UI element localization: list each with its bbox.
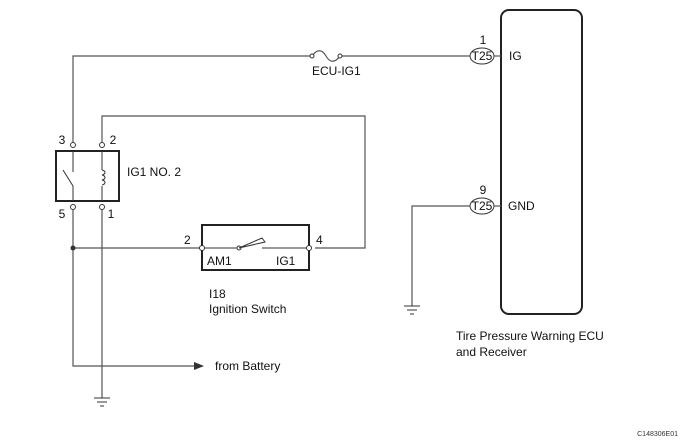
ecu-pin-ig-number: 1	[480, 33, 487, 47]
relay-name: IG1 NO. 2	[127, 165, 181, 179]
ignition-terminal-am1	[199, 245, 205, 251]
fuse-label: ECU-IG1	[312, 64, 361, 78]
wire-relay-5	[72, 210, 200, 367]
relay-terminal-3-label: 3	[59, 133, 66, 147]
ground-icon	[94, 397, 110, 407]
ecu-connector-ig-label: T25	[472, 49, 493, 63]
relay-terminal-1	[99, 204, 105, 210]
ecu-pin-gnd-name: GND	[508, 199, 535, 213]
ignition-switch-blade	[238, 237, 266, 249]
ecu-pin-gnd-number: 9	[480, 183, 487, 197]
ecu-name-line1: Tire Pressure Warning ECU	[456, 329, 604, 343]
relay-coil-icon	[101, 169, 106, 186]
ignition-terminal-ig1	[306, 245, 312, 251]
ecu-connector-gnd-label: T25	[472, 199, 493, 213]
relay-terminal-2-label: 2	[110, 133, 117, 147]
relay-terminal-5-label: 5	[59, 207, 66, 221]
figure-code: C148306E01	[637, 431, 678, 438]
ecu-box	[500, 9, 583, 315]
ground-icon	[404, 305, 420, 315]
arrow-icon	[194, 362, 204, 370]
wire-gnd	[411, 205, 470, 306]
ignition-ig1-number: 4	[316, 233, 323, 247]
wire-ig	[72, 55, 470, 145]
junction-dot	[70, 245, 76, 251]
ecu-pin-ig-name: IG	[509, 49, 522, 63]
wire-relay-2-to-switch-4	[101, 115, 366, 249]
ignition-am1-label: AM1	[207, 254, 232, 268]
ignition-switch-code: I18	[209, 287, 226, 301]
battery-label: from Battery	[215, 359, 280, 373]
relay-terminal-5	[70, 204, 76, 210]
relay-terminal-3	[70, 142, 76, 148]
ignition-am1-number: 2	[184, 233, 191, 247]
ecu-name-line2: and Receiver	[456, 345, 527, 359]
fuse-terminal-right	[337, 53, 343, 59]
relay-terminal-1-label: 1	[108, 207, 115, 221]
relay-terminal-2	[99, 142, 105, 148]
fuse-terminal-left	[309, 53, 315, 59]
ignition-switch-name: Ignition Switch	[209, 302, 286, 316]
relay-box	[55, 150, 120, 202]
ignition-ig1-label: IG1	[276, 254, 296, 268]
fuse-icon	[311, 50, 346, 62]
relay-switch-blade	[62, 169, 74, 187]
